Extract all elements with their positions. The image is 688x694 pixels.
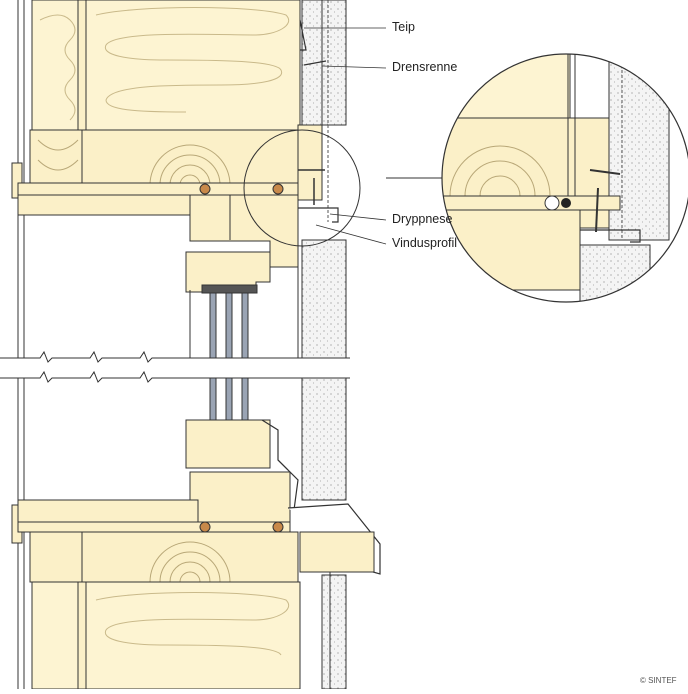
label-teip: Teip [392,20,415,34]
break-line-top [0,350,350,363]
header-beam [29,129,299,186]
copyright-text: © SINTEF [640,676,677,685]
window-sill-section [11,378,381,689]
wall-insulation-top [31,0,301,131]
label-dryppnese: Dryppnese [392,212,453,226]
detail-marker-circle [243,129,361,247]
zoom-circle [441,53,688,303]
label-drensrenne: Drensrenne [392,60,458,74]
window-head-section [11,0,347,358]
break-line-bottom [0,370,350,383]
zoom-detail [442,54,688,302]
label-vindusprofil: Vindusprofil [392,236,458,250]
stud-top [77,0,87,131]
